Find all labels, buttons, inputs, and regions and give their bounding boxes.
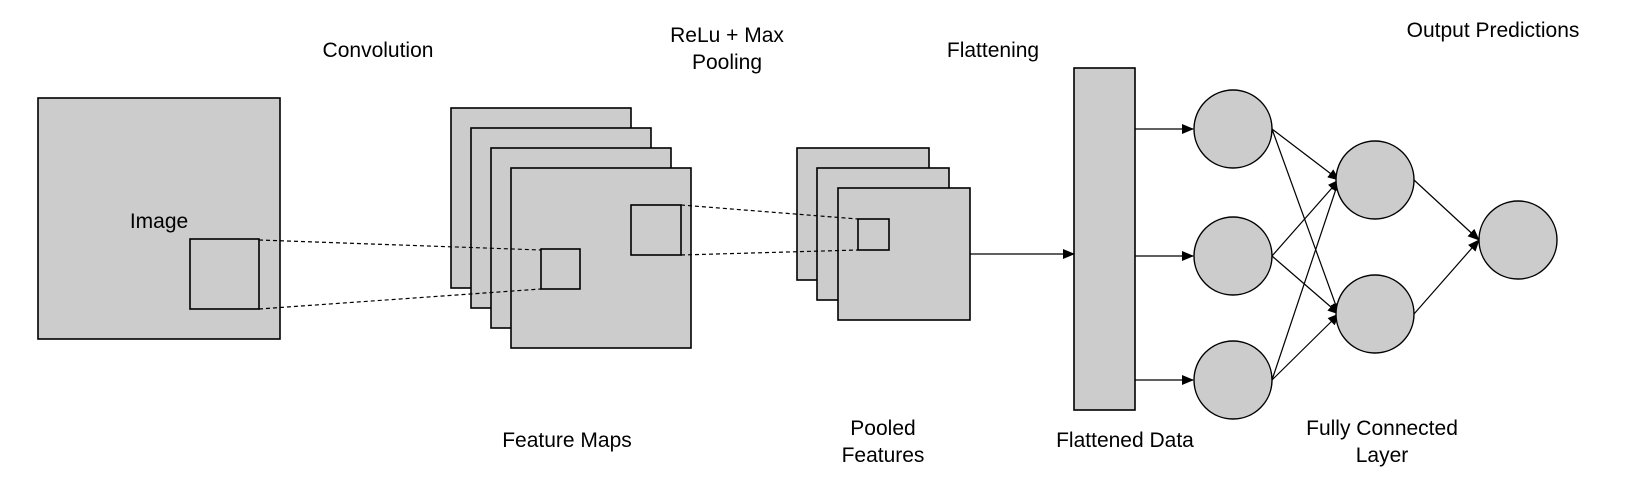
feature-maps-stack xyxy=(450,107,692,349)
fc-edge xyxy=(1271,313,1340,381)
fc-edge xyxy=(1271,128,1340,181)
fc-edge xyxy=(1271,179,1340,257)
flattened-data-bar xyxy=(1073,67,1136,411)
pooled-feature-window xyxy=(857,218,890,251)
hidden-node xyxy=(1335,274,1415,354)
output-node xyxy=(1478,200,1558,280)
output-predictions-label: Output Predictions xyxy=(1407,19,1580,42)
pool-connector-top xyxy=(680,204,859,220)
conv-connector-bottom xyxy=(258,288,542,310)
input-image xyxy=(37,97,281,340)
fc-edge xyxy=(1271,255,1340,315)
fc-edge xyxy=(1271,128,1340,315)
feature-map-window xyxy=(540,248,581,290)
fully-connected-label-line2: Layer xyxy=(1356,444,1409,467)
hidden-node xyxy=(1335,140,1415,220)
relu-pooling-label-line1: ReLu + Max xyxy=(670,24,784,47)
convolution-label: Convolution xyxy=(323,39,434,62)
fully-connected-label-line1: Fully Connected xyxy=(1306,417,1458,440)
relu-pooling-label-line2: Pooling xyxy=(692,51,762,74)
pooled-features-stack xyxy=(796,147,971,321)
fc-output-edge xyxy=(1413,179,1480,241)
conv-connector-top xyxy=(258,239,542,251)
feature-map xyxy=(510,167,692,349)
flattened-data-label: Flattened Data xyxy=(1056,429,1194,452)
image-label: Image xyxy=(130,210,188,233)
image-receptive-window xyxy=(189,238,260,310)
pooled-features-label-line1: Pooled xyxy=(850,417,915,440)
input-node xyxy=(1193,340,1273,420)
fc-edge xyxy=(1271,179,1341,381)
input-node xyxy=(1193,89,1273,169)
input-node xyxy=(1193,216,1273,296)
feature-maps-label: Feature Maps xyxy=(502,429,632,452)
flattening-label: Flattening xyxy=(947,39,1039,62)
fc-output-edge xyxy=(1413,239,1480,315)
pool-connector-bottom xyxy=(680,249,859,256)
pooled-feature-map xyxy=(837,187,971,321)
feature-map-pool-window xyxy=(630,204,682,256)
pooled-features-label-line2: Features xyxy=(842,444,925,467)
